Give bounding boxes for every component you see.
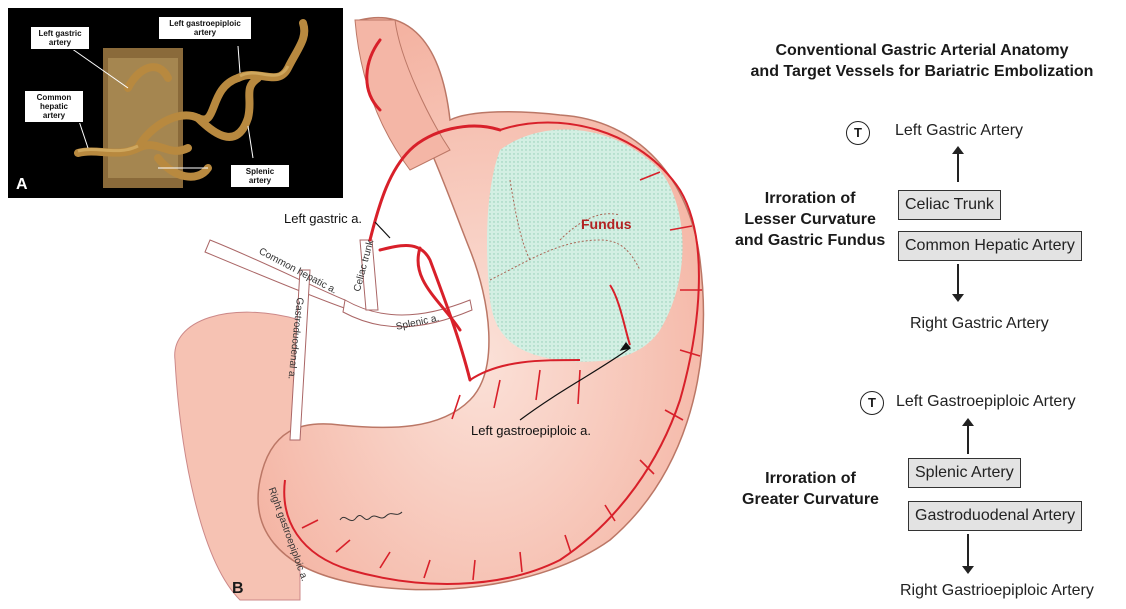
arrow-down-1 bbox=[957, 264, 959, 294]
arrowhead-down-1 bbox=[952, 294, 964, 302]
splenic-artery-box: Splenic Artery bbox=[908, 458, 1021, 488]
arrowhead-down-2 bbox=[962, 566, 974, 574]
arrowhead-up-2 bbox=[962, 418, 974, 426]
label-fundus: Fundus bbox=[581, 216, 632, 232]
label-left-gastric-a: Left gastric artery bbox=[30, 26, 90, 50]
group2-label: Irroration of Greater Curvature bbox=[742, 468, 879, 510]
arrow-up-1 bbox=[957, 152, 959, 182]
panel-a-letter: A bbox=[16, 176, 28, 194]
label-left-gastroepiploic-a: Left gastroepiploic artery bbox=[158, 16, 252, 40]
label-common-hepatic-a: Common hepatic artery bbox=[24, 90, 84, 123]
fundus-region bbox=[487, 130, 682, 362]
target-marker-1: T bbox=[846, 121, 870, 145]
label-splenic-a: Splenic artery bbox=[230, 164, 290, 188]
arrowhead-up-1 bbox=[952, 146, 964, 154]
panel-b-letter: B bbox=[232, 580, 244, 598]
title-line-1: Conventional Gastric Arterial Anatomy bbox=[742, 40, 1102, 61]
panel-a-angiography: Left gastric artery Left gastroepiploic … bbox=[8, 8, 343, 198]
group2-label-line1: Irroration of bbox=[742, 468, 879, 489]
target-marker-2: T bbox=[860, 391, 884, 415]
group1-label: Irroration of Lesser Curvature and Gastr… bbox=[735, 188, 885, 251]
diagram-title: Conventional Gastric Arterial Anatomy an… bbox=[742, 40, 1102, 82]
arrow-down-2 bbox=[967, 534, 969, 566]
gastroduodenal-artery-box: Gastroduodenal Artery bbox=[908, 501, 1082, 531]
label-left-gastric-b: Left gastric a. bbox=[284, 211, 362, 226]
label-left-gastroepiploic-b: Left gastroepiploic a. bbox=[471, 423, 591, 438]
title-line-2: and Target Vessels for Bariatric Emboliz… bbox=[742, 61, 1102, 82]
group1-label-line3: and Gastric Fundus bbox=[735, 230, 885, 251]
left-gastric-artery-label: Left Gastric Artery bbox=[895, 122, 1023, 140]
group2-label-line2: Greater Curvature bbox=[742, 489, 879, 510]
left-gastroepiploic-artery-label: Left Gastroepiploic Artery bbox=[896, 393, 1076, 411]
group1-label-line1: Irroration of bbox=[735, 188, 885, 209]
common-hepatic-artery-box: Common Hepatic Artery bbox=[898, 231, 1082, 261]
right-gastric-artery-label: Right Gastric Artery bbox=[910, 315, 1049, 333]
arrow-up-2 bbox=[967, 424, 969, 454]
group1-label-line2: Lesser Curvature bbox=[735, 209, 885, 230]
right-gastroepiploic-artery-label: Right Gastrioepiploic Artery bbox=[900, 582, 1094, 600]
celiac-trunk-box: Celiac Trunk bbox=[898, 190, 1001, 220]
